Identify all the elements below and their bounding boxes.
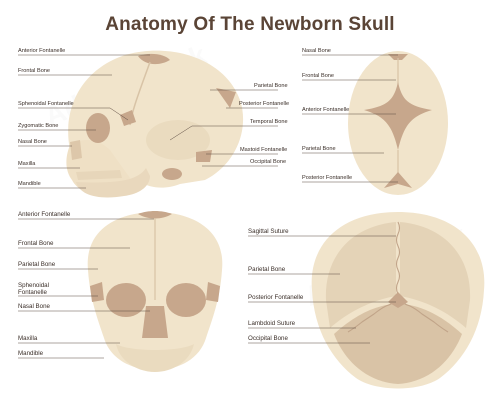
side-sphenoidal-fontanelle [120, 110, 136, 126]
label-side-temporal-bone: Temporal Bone [250, 119, 288, 125]
side-mastoid-fontanelle [196, 150, 212, 162]
side-mandible [76, 168, 150, 198]
label-side-posterior-fontanelle: Posterior Fontanelle [239, 101, 290, 107]
label-back-occipital-bone: Occipital Bone [248, 335, 288, 342]
side-temporal-bone [146, 120, 210, 160]
label-top-frontal-bone: Frontal Bone [302, 73, 335, 79]
front-mandible [116, 344, 194, 372]
label-side-sphenoidal-fontanelle: Sphenoidal Fontanelle [18, 101, 74, 107]
label-back-posterior-fontanelle: Posterior Fontanelle [248, 294, 304, 301]
label-side-maxilla: Maxilla [18, 161, 36, 167]
back-lambdoid-suture-right [397, 299, 449, 333]
side-nasal-opening [70, 140, 82, 160]
front-anterior-fontanelle [138, 211, 172, 219]
side-view-skull [66, 50, 244, 198]
front-nasal-opening [142, 306, 168, 338]
label-front-sphenoidal-fontanelle: Sphenoidal Fontanelle [18, 282, 49, 296]
label-side-frontal-bone: Frontal Bone [18, 68, 51, 74]
label-top-anterior-fontanelle: Anterior Fontanelle [302, 107, 350, 113]
label-front-nasal-bone: Nasal Bone [18, 303, 50, 310]
label-front-maxilla: Maxilla [18, 335, 38, 342]
label-side-mastoid-fontanelle: Mastoid Fontanelle [240, 147, 288, 153]
leader-line [18, 107, 129, 121]
label-top-posterior-fontanelle: Posterior Fontanelle [302, 175, 353, 181]
side-face [66, 139, 131, 196]
label-side-mandible: Mandible [18, 181, 41, 187]
label-side-occipital-bone: Occipital Bone [250, 159, 287, 165]
label-side-nasal-bone: Nasal Bone [18, 139, 47, 145]
label-back-parietal-bone: Parietal Bone [248, 266, 286, 273]
label-front-frontal-bone: Frontal Bone [18, 240, 54, 247]
label-side-anterior-fontanelle: Anterior Fontanelle [18, 48, 66, 54]
page-title: Anatomy Of The Newborn Skull [105, 14, 395, 35]
label-front-mandible: Mandible [18, 350, 44, 357]
front-view-skull [87, 211, 223, 372]
side-orbit [86, 113, 110, 143]
label-front-anterior-fontanelle: Anterior Fontanelle [18, 211, 71, 218]
back-posterior-fontanelle [388, 292, 408, 308]
back-sagittal-suture [395, 221, 401, 295]
back-parietal-bone [325, 222, 396, 328]
top-view-skull [348, 51, 448, 195]
label-top-parietal-bone: Parietal Bone [302, 146, 336, 152]
side-ear-canal [162, 168, 182, 180]
back-lambdoid-suture-left [347, 299, 399, 333]
top-posterior-fontanelle [384, 172, 412, 188]
front-orbit-right [166, 283, 206, 317]
label-back-lambdoid-suture: Lambdoid Suture [248, 320, 296, 327]
label-front-parietal-bone: Parietal Bone [18, 261, 56, 268]
back-view-skull [311, 212, 485, 389]
label-side-parietal-bone: Parietal Bone [254, 83, 288, 89]
back-occipital-bone [334, 304, 462, 384]
front-orbit-left [106, 283, 146, 317]
side-anterior-fontanelle [138, 53, 170, 65]
front-sphenoidal-fontanelle-right [206, 282, 220, 302]
leader-line [169, 125, 278, 141]
leader-lines [18, 54, 398, 359]
back-parietal-bone-right [400, 222, 471, 328]
label-top-nasal-bone: Nasal Bone [302, 48, 331, 54]
side-posterior-fontanelle [216, 88, 236, 108]
side-teeth [76, 170, 122, 180]
label-back-sagittal-suture: Sagittal Suture [248, 228, 289, 235]
front-sphenoidal-fontanelle-left [90, 282, 104, 302]
top-nasal-bone [388, 54, 408, 60]
top-anterior-fontanelle [364, 82, 432, 150]
label-side-zygomatic-bone: Zygomatic Bone [18, 123, 59, 129]
